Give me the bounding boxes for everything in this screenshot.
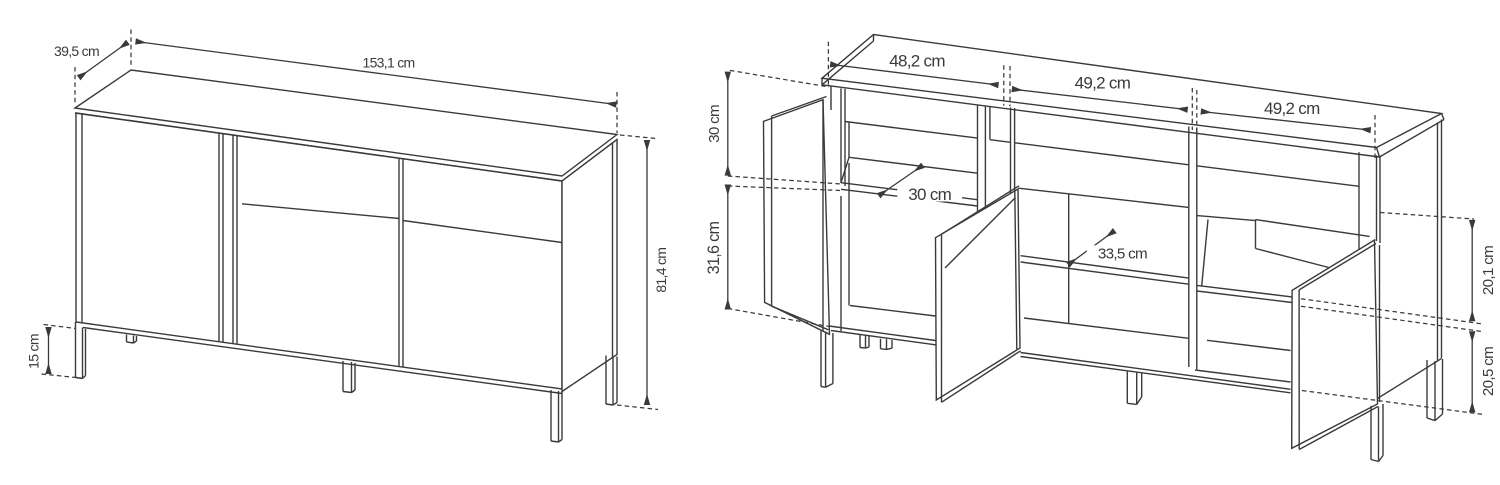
- svg-text:33,5 cm: 33,5 cm: [1098, 246, 1147, 263]
- svg-text:49,2 cm: 49,2 cm: [1075, 74, 1131, 93]
- svg-text:49,2 cm: 49,2 cm: [1264, 99, 1320, 118]
- svg-text:48,2 cm: 48,2 cm: [889, 52, 945, 71]
- svg-text:30 cm: 30 cm: [706, 105, 723, 143]
- svg-text:30 cm: 30 cm: [908, 185, 951, 204]
- svg-text:20,5 cm: 20,5 cm: [1480, 347, 1497, 396]
- svg-text:31,6 cm: 31,6 cm: [705, 221, 723, 274]
- svg-text:39,5 cm: 39,5 cm: [54, 43, 99, 59]
- svg-text:153,1 cm: 153,1 cm: [363, 55, 415, 71]
- svg-text:81,4 cm: 81,4 cm: [653, 248, 669, 293]
- svg-text:15 cm: 15 cm: [26, 334, 42, 369]
- svg-text:20,1 cm: 20,1 cm: [1480, 246, 1497, 295]
